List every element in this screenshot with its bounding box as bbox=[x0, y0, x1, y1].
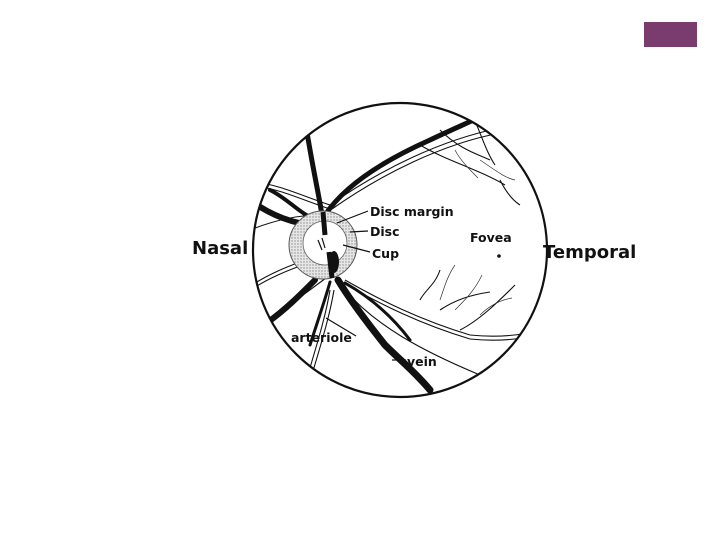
label-temporal: Temporal bbox=[543, 242, 636, 263]
label-cup: Cup bbox=[372, 246, 399, 261]
leader-lines bbox=[325, 210, 406, 361]
label-vein: vein bbox=[407, 354, 437, 369]
label-nasal: Nasal bbox=[192, 238, 248, 259]
central-artery bbox=[317, 237, 326, 251]
label-arteriole: arteriole bbox=[291, 330, 352, 345]
label-fovea: Fovea bbox=[470, 230, 512, 245]
central-vein bbox=[329, 251, 339, 273]
label-disc: Disc bbox=[370, 224, 400, 239]
corner-accent-tab bbox=[644, 22, 697, 47]
label-disc-margin: Disc margin bbox=[370, 204, 454, 219]
capillaries bbox=[439, 149, 516, 316]
fovea-dot bbox=[497, 254, 501, 258]
